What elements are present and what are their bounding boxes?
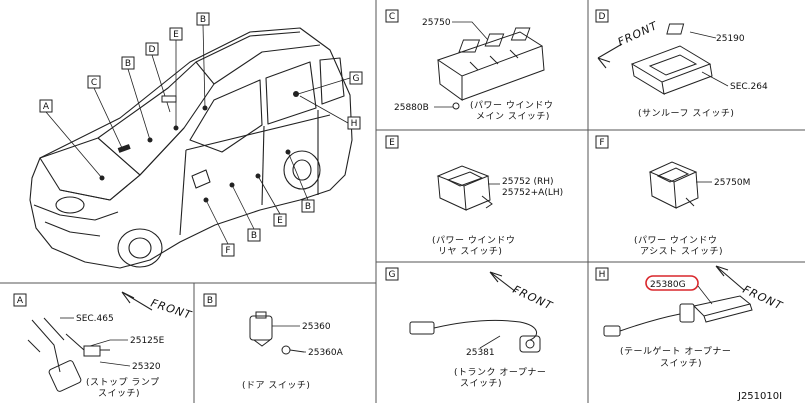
panel-e-letter: E <box>389 138 395 148</box>
svg-text:G: G <box>353 74 360 84</box>
front-arrow-icon <box>121 291 153 311</box>
caption-h-line1: (テールゲート オープナー <box>620 345 731 357</box>
vehicle-callout-letters: A C B D E B G H B E B F <box>43 15 360 256</box>
panel-c: C 25750 25880B (パワー ウインドウ メイン スイッチ) <box>385 9 553 122</box>
svg-text:C: C <box>91 78 97 88</box>
caption-a-line1: (ストップ ランプ <box>86 377 160 388</box>
svg-text:E: E <box>173 30 179 40</box>
panel-b-letter: B <box>207 296 213 306</box>
caption-f-line1: (パワー ウインドウ <box>634 235 717 246</box>
caption-g-line2: スイッチ) <box>460 378 502 389</box>
svg-text:B: B <box>125 59 131 69</box>
vehicle-part-markers <box>99 91 299 203</box>
caption-f-line2: アシスト スイッチ) <box>640 246 723 257</box>
vehicle-illustration <box>29 27 353 269</box>
svg-text:F: F <box>225 246 230 256</box>
part-number-sec264: SEC.264 <box>730 82 768 92</box>
caption-d-line1: (サンルーフ スイッチ) <box>638 108 734 119</box>
svg-text:A: A <box>43 102 50 112</box>
diagram-code: J251010I <box>737 391 782 402</box>
panel-h: H FRONT 25380G (テールゲート オープナー スイッチ) <box>595 265 785 369</box>
panel-d-letter: D <box>599 12 606 22</box>
part-number-25750m: 25750M <box>714 178 750 188</box>
panel-g-letter: G <box>389 270 396 280</box>
panel-f: F 25750M (パワー ウインドウ アシスト スイッチ) <box>595 135 750 257</box>
highlight-circle <box>645 275 699 291</box>
front-label-h: FRONT <box>741 283 785 313</box>
svg-text:B: B <box>200 15 206 25</box>
panel-d: D FRONT 25190 SEC.264 (サンルーフ スイッチ) <box>595 9 768 119</box>
svg-text:B: B <box>305 202 311 212</box>
vehicle-leader-lines <box>45 24 351 245</box>
caption-c-line1: (パワー ウインドウ <box>470 100 553 111</box>
panel-g: G FRONT 25381 (トランク オープナー スイッチ) <box>385 267 555 389</box>
front-arrow-icon <box>715 265 745 291</box>
svg-text:B: B <box>251 231 257 241</box>
front-label-d: FRONT <box>616 19 660 49</box>
part-number-25380g: 25380G <box>650 280 686 290</box>
panel-a-letter: A <box>17 296 24 306</box>
front-arrow-icon <box>597 43 623 69</box>
panel-b: B 25360 25360A (ドア スイッチ) <box>203 293 344 391</box>
caption-e-line1: (パワー ウインドウ <box>432 235 515 246</box>
caption-c-line2: メイン スイッチ) <box>476 111 550 122</box>
front-arrow-icon <box>489 271 517 293</box>
part-number-25190: 25190 <box>716 34 745 44</box>
panel-f-letter: F <box>599 138 604 148</box>
svg-text:D: D <box>149 45 156 55</box>
front-label-a: FRONT <box>149 296 194 322</box>
part-number-25880b: 25880B <box>394 103 429 113</box>
caption-g-line1: (トランク オープナー <box>454 367 546 378</box>
part-number-25360a: 25360A <box>308 348 344 358</box>
part-number-25360: 25360 <box>302 322 331 332</box>
part-number-25320: 25320 <box>132 362 161 372</box>
svg-text:H: H <box>351 119 358 129</box>
part-number-25125e: 25125E <box>130 336 165 346</box>
part-number-25752a-lh: 25752+A(LH) <box>502 188 563 198</box>
caption-e-line2: リヤ スイッチ) <box>438 246 502 257</box>
panel-e: E 25752 (RH) 25752+A(LH) (パワー ウインドウ リヤ ス… <box>385 135 563 257</box>
vehicle-callouts <box>39 12 363 257</box>
caption-b-line1: (ドア スイッチ) <box>242 380 310 391</box>
panel-h-letter: H <box>599 270 606 280</box>
part-number-25750: 25750 <box>422 18 451 28</box>
part-number-25752-rh: 25752 (RH) <box>502 177 554 187</box>
part-number-25381: 25381 <box>466 348 495 358</box>
caption-a-line2: スイッチ) <box>98 388 140 399</box>
part-number-sec465: SEC.465 <box>76 314 114 324</box>
caption-h-line2: スイッチ) <box>660 358 702 369</box>
svg-text:E: E <box>277 216 283 226</box>
front-label-g: FRONT <box>511 283 555 313</box>
panel-c-letter: C <box>389 12 395 22</box>
panel-a: A SEC.465 25125E 25320 FRONT (ストップ ランプ ス… <box>13 291 194 399</box>
